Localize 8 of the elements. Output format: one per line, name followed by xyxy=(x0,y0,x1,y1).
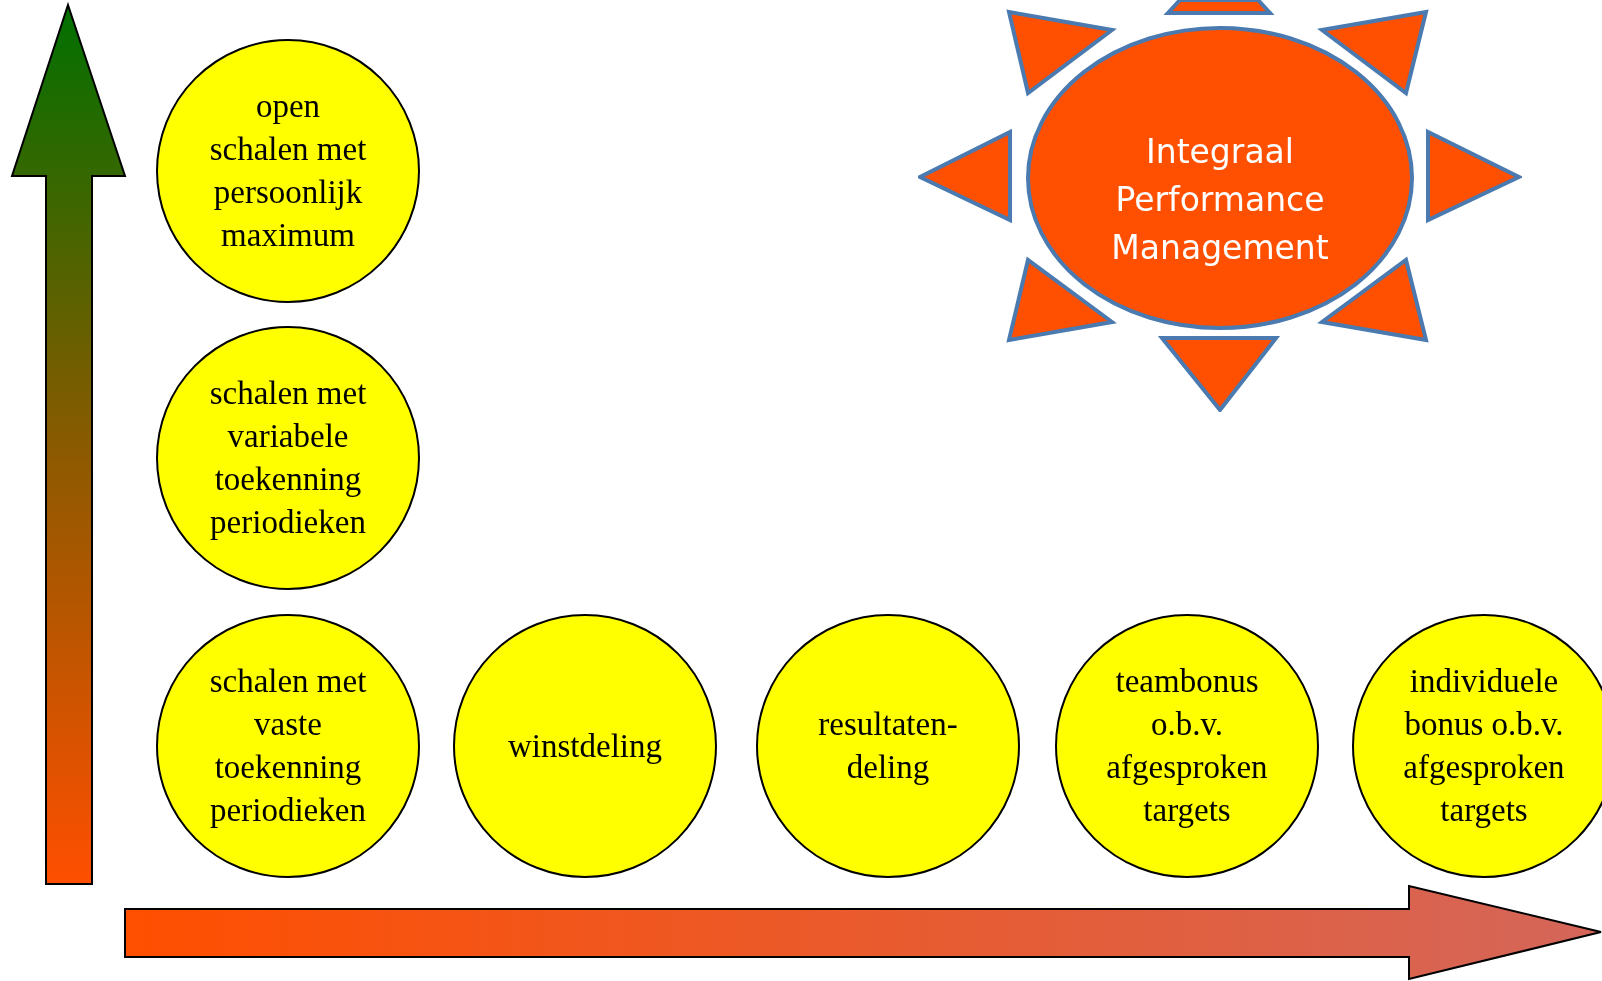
circle-label: open schalen met persoonlijk maximum xyxy=(208,87,368,255)
circle-label: winstdeling xyxy=(507,726,663,766)
circle-label: individuele bonus o.b.v. afgesproken targets xyxy=(1402,662,1566,830)
circle-label: schalen met vaste toekenning periodieken xyxy=(208,662,368,830)
circle-label: resultaten-deling xyxy=(817,705,959,787)
circle-label: teambonus o.b.v. afgesproken targets xyxy=(1105,662,1269,830)
sun-label: Integraal Performance Management xyxy=(1110,131,1330,269)
circle-label: schalen met variabele toekenning periodieken xyxy=(208,374,368,542)
